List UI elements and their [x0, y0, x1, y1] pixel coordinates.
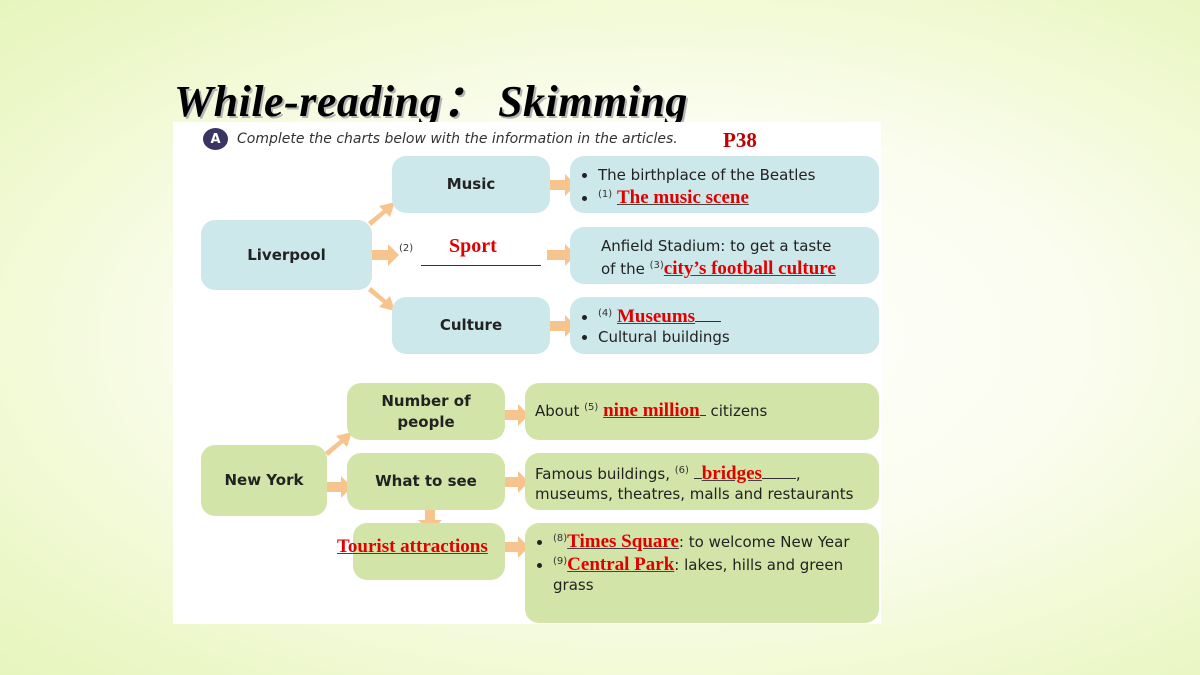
arrow-liverpool-sport — [370, 244, 399, 266]
culture-detail-box: (4) Museums Cultural buildings — [570, 297, 879, 354]
culture-bullet-1: (4) Museums — [598, 304, 879, 327]
answer-music-scene: The music scene — [616, 187, 749, 208]
culture-box: Culture — [392, 297, 550, 354]
music-box: Music — [392, 156, 550, 213]
section-a-badge: A — [203, 128, 228, 150]
arrow-attractions-detail — [500, 536, 529, 558]
sport-detail-line1: Anfield Stadium: to get a taste — [601, 237, 832, 255]
music-label: Music — [446, 175, 496, 194]
sport-blank-area: (2) Sport — [399, 235, 551, 275]
arrow-whattosee-detail — [500, 471, 529, 493]
whattosee-label: What to see — [375, 472, 477, 491]
music-bullet-2: (1) The music scene — [598, 185, 879, 208]
population-detail-box: About (5) nine million citizens — [525, 383, 879, 440]
answer-nine-million: nine million — [603, 400, 700, 421]
music-bullet-1: The birthplace of the Beatles — [598, 165, 879, 185]
arrow-liverpool-music — [368, 202, 395, 226]
sport-detail-line2: of the (3)city’s football culture — [601, 258, 836, 279]
population-label: Number of people — [381, 392, 471, 431]
liverpool-box: Liverpool — [201, 220, 372, 290]
arrow-music-detail — [547, 174, 576, 196]
attractions-bullet-1: (8)Times Square: to welcome New Year — [553, 529, 869, 552]
attractions-box — [353, 523, 505, 580]
worksheet-panel: A Complete the charts below with the inf… — [173, 122, 881, 624]
answer-bridges: bridges — [701, 463, 762, 484]
culture-label: Culture — [439, 316, 503, 335]
arrow-culture-detail — [547, 315, 576, 337]
slide-title: While-reading： Skimming — [174, 77, 688, 126]
attractions-bullet-2: (9)Central Park: lakes, hills and green … — [553, 552, 869, 595]
connector-arrows — [325, 174, 576, 558]
liverpool-label: Liverpool — [247, 245, 326, 264]
arrow-newyork-population — [325, 432, 352, 456]
answer-times-square: Times Square — [567, 531, 679, 552]
answer-sport: Sport — [449, 235, 497, 257]
whattosee-detail-line2: museums, theatres, malls and restaurants — [535, 485, 854, 503]
attractions-detail-box: (8)Times Square: to welcome New Year (9)… — [525, 523, 879, 623]
whattosee-detail-box: Famous buildings, (6) bridges, museums, … — [525, 453, 879, 510]
num-2: (2) — [399, 243, 414, 254]
arrow-newyork-whattosee — [325, 476, 352, 498]
arrow-sport-detail — [547, 244, 576, 266]
arrow-population-detail — [500, 404, 529, 426]
instruction-text: Complete the charts below with the infor… — [237, 131, 678, 147]
answer-tourist-attractions: Tourist attractions — [337, 536, 488, 557]
answer-museums: Museums — [616, 306, 696, 327]
music-detail-box: The birthplace of the Beatles (1) The mu… — [570, 156, 879, 213]
newyork-label: New York — [224, 471, 304, 490]
whattosee-box: What to see — [347, 453, 505, 510]
page-reference: P38 — [723, 128, 757, 152]
answer-central-park: Central Park — [567, 554, 675, 575]
population-box: Number of people — [347, 383, 505, 440]
answer-football-culture: city’s football culture — [663, 258, 836, 279]
culture-bullet-2: Cultural buildings — [598, 327, 879, 347]
whattosee-detail-line1: Famous buildings, (6) bridges, — [535, 463, 801, 484]
sport-detail-box: Anfield Stadium: to get a taste of the (… — [570, 227, 879, 284]
newyork-box: New York — [201, 445, 327, 516]
arrow-liverpool-culture — [368, 287, 395, 311]
blank-2 — [421, 265, 541, 266]
